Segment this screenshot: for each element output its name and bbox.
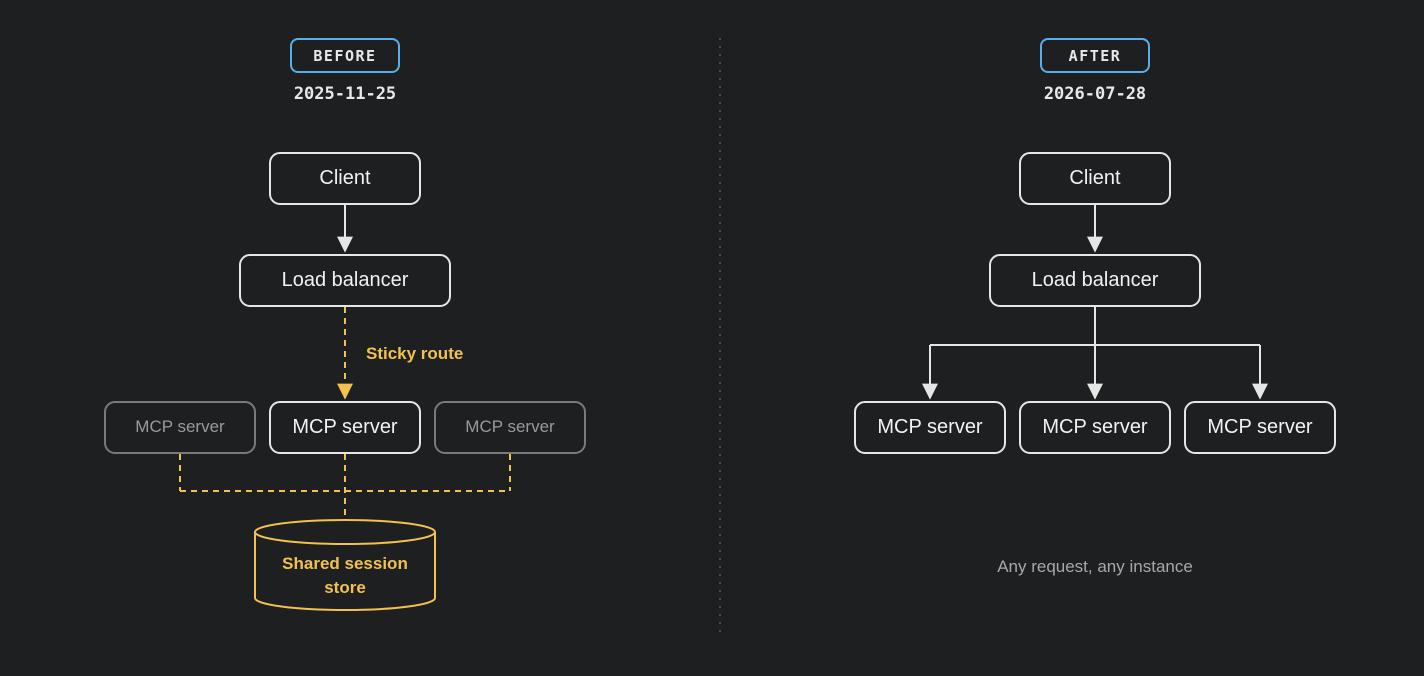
after-server-node-center: MCP server [1019,401,1171,454]
before-server-label: MCP server [292,416,398,438]
before-server-node-dim-right: MCP server [434,401,586,454]
after-client-node: Client [1019,152,1171,205]
after-load-balancer-label: Load balancer [1032,269,1159,291]
before-date: 2025-11-25 [294,84,396,104]
before-server-label: MCP server [465,417,555,436]
sticky-route-label: Sticky route [366,344,463,363]
before-panel: BEFORE 2025-11-25 Client Load balancer S… [104,38,586,611]
before-badge-label: BEFORE [313,47,376,65]
after-load-balancer-node: Load balancer [989,254,1201,307]
after-caption: Any request, any instance [997,557,1193,576]
before-server-node-dim-left: MCP server [104,401,256,454]
after-badge-label: AFTER [1069,47,1122,65]
after-panel: AFTER 2026-07-28 Client Load balancer MC… [854,38,1336,576]
before-client-label: Client [319,167,371,189]
after-server-node-right: MCP server [1184,401,1336,454]
shared-session-store: Shared session store [254,519,436,611]
session-store-connectors [179,454,511,520]
before-client-node: Client [269,152,421,205]
after-server-label: MCP server [877,416,983,438]
after-server-node-left: MCP server [854,401,1006,454]
after-date: 2026-07-28 [1044,84,1146,104]
after-server-label: MCP server [1042,416,1148,438]
session-store-label-line2: store [324,578,366,597]
before-server-label: MCP server [135,417,225,436]
before-badge: BEFORE [290,38,400,73]
after-client-label: Client [1069,167,1121,189]
fanout-connectors [922,307,1268,400]
after-server-label: MCP server [1207,416,1313,438]
before-server-node-active: MCP server [269,401,421,454]
after-badge: AFTER [1040,38,1150,73]
session-store-label-line1: Shared session [282,554,408,573]
before-load-balancer-label: Load balancer [282,269,409,291]
before-load-balancer-node: Load balancer [239,254,451,307]
